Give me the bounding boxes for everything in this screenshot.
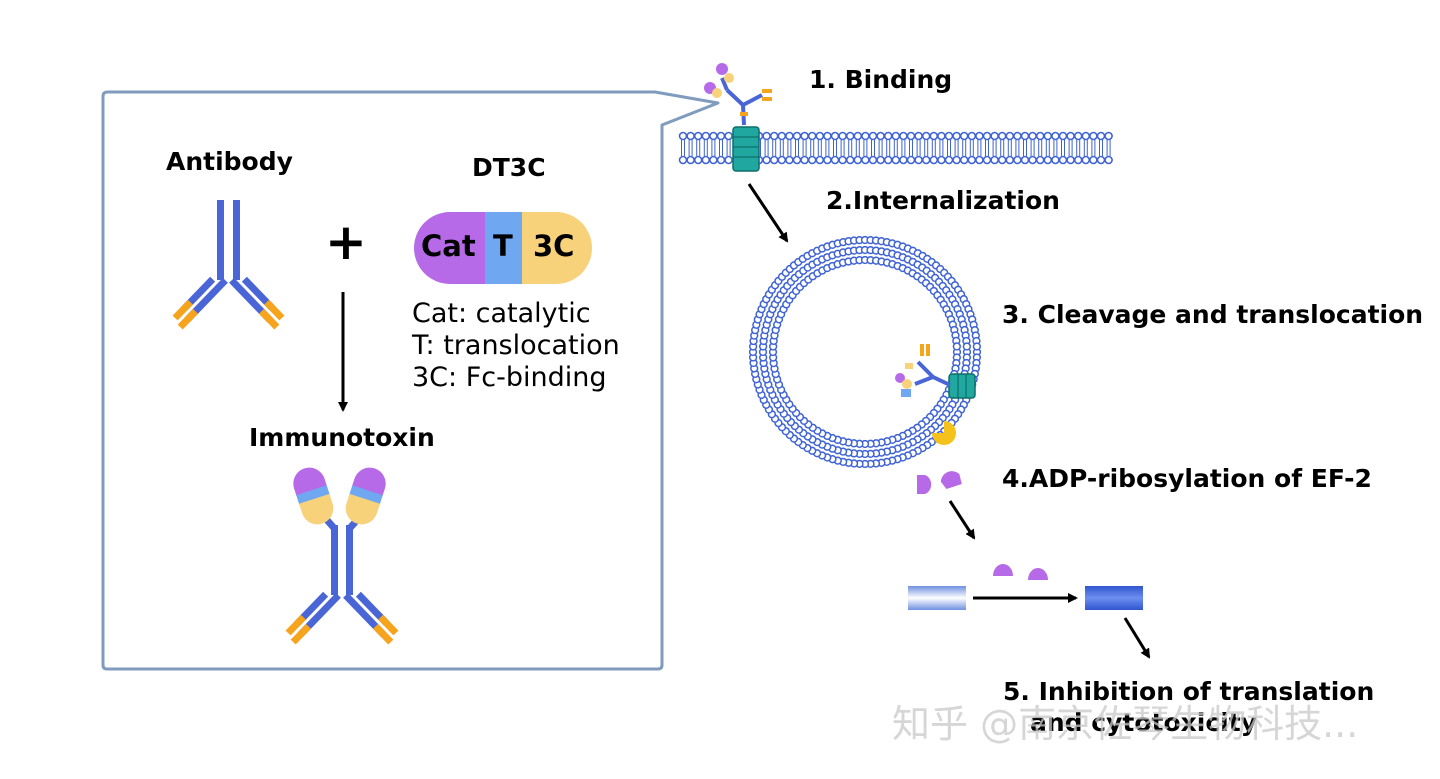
pill-cat-label: Cat xyxy=(421,229,476,263)
step-1-label: 1. Binding xyxy=(809,65,953,94)
legend-t: T: translocation xyxy=(412,330,620,361)
immunotoxin-icon xyxy=(285,467,399,645)
legend-3c: 3C: Fc-binding xyxy=(412,362,607,393)
step-4-label: 4.ADP-ribosylation of EF-2 xyxy=(1002,464,1372,493)
antibody-label: Antibody xyxy=(166,147,293,176)
cat-fragment-icon xyxy=(940,471,962,490)
ef2-active-bar xyxy=(908,586,966,610)
pill-3c-label: 3C xyxy=(533,229,575,263)
endosome-vesicle xyxy=(748,235,982,469)
vesicle-immunotoxin-icon xyxy=(895,344,951,397)
cat-fragment-icon xyxy=(1028,568,1048,580)
dt3c-label: DT3C xyxy=(472,153,546,182)
pill-t-label: T xyxy=(493,229,513,263)
watermark: 知乎 @南京佐琴生物科技... xyxy=(892,702,1359,746)
ef2-inactive-bar xyxy=(1085,586,1143,610)
internalization-arrow xyxy=(747,183,789,243)
ribosylation-arrow xyxy=(948,500,976,540)
cleaved-fragment-icon xyxy=(932,421,956,445)
legend-cat: Cat: catalytic xyxy=(412,298,591,329)
callout-panel xyxy=(101,90,720,671)
inhibition-arrow xyxy=(1123,617,1151,659)
step-2-label: 2.Internalization xyxy=(826,186,1060,215)
step-3-label: 3. Cleavage and translocation xyxy=(1002,300,1424,329)
cell-membrane xyxy=(678,131,1113,165)
step-5-label-line1: 5. Inhibition of translation xyxy=(1003,677,1375,706)
plus-sign: + xyxy=(325,213,367,271)
cat-fragment-icon xyxy=(993,564,1013,576)
dt3c-pill xyxy=(414,212,592,284)
cat-fragment-icon xyxy=(917,475,932,494)
antibody-icon xyxy=(172,200,285,330)
receptor-icon xyxy=(732,126,760,172)
immunotoxin-label: Immunotoxin xyxy=(249,423,435,452)
vesicle-receptor-icon xyxy=(948,373,976,399)
step-5-label-line2: and cytotoxicity xyxy=(1030,708,1257,737)
bound-immunotoxin-icon xyxy=(704,63,772,126)
